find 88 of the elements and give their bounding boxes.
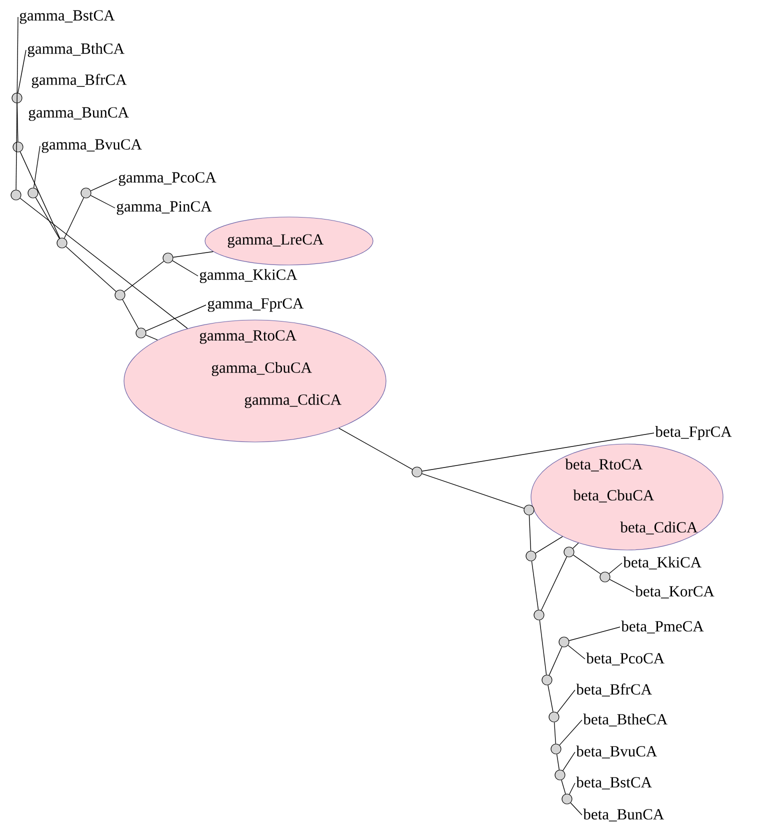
branch-line: [528, 514, 532, 552]
branch-line: [554, 722, 556, 744]
branch-line: [90, 178, 118, 192]
leaf-label: beta_KkiCA: [623, 556, 702, 570]
leaf-label: gamma_BfrCA: [32, 74, 127, 88]
branch-node: [12, 92, 22, 104]
leaf-label: gamma_BstCA: [20, 10, 115, 24]
branch-line: [146, 334, 158, 340]
leaf-label: beta_BfrCA: [576, 684, 652, 696]
leaf-label: gamma_BunCA: [28, 107, 129, 121]
branch-line: [35, 197, 60, 239]
branch-line: [20, 198, 188, 329]
branch-node: [554, 770, 566, 780]
branch-line: [540, 556, 568, 611]
branch-line: [146, 304, 206, 332]
branch-line: [16, 16, 18, 190]
leaf-label: beta_BtheCA: [583, 714, 668, 726]
branch-line: [33, 146, 40, 188]
branch-line: [64, 197, 84, 239]
branch-node: [162, 252, 174, 264]
branch-node: [10, 190, 22, 200]
branch-line: [570, 802, 582, 816]
branch-line: [568, 645, 586, 660]
leaf-label: beta_CdiCA: [620, 522, 698, 534]
leaf-label: beta_KorCA: [635, 586, 714, 598]
branch-line: [608, 562, 622, 574]
branch-line: [90, 195, 116, 208]
leaf-label: beta_BstCA: [576, 776, 652, 790]
branch-node: [136, 328, 146, 338]
branch-line: [609, 579, 634, 592]
branch-node: [600, 572, 610, 582]
leaf-label: gamma_PcoCA: [118, 172, 216, 186]
branch-line: [531, 560, 539, 610]
branch-line: [556, 754, 560, 770]
leaf-label: gamma_FprCA: [208, 298, 304, 312]
branch-node: [550, 744, 562, 754]
branch-line: [422, 432, 654, 472]
branch-node: [524, 504, 534, 516]
branch-node: [12, 142, 24, 152]
branch-line: [569, 782, 576, 795]
branch-line: [561, 780, 566, 794]
branch-line: [573, 554, 601, 574]
branch-line: [16, 102, 18, 142]
leaf-label: gamma_PinCA: [116, 201, 212, 215]
leaf-label: beta_CbuCA: [573, 490, 654, 502]
leaf-label: gamma_RtoCA: [200, 330, 296, 344]
branch-node: [542, 674, 552, 686]
leaf-label: gamma_KkiCA: [200, 268, 298, 284]
leaf-label: beta_PmeCA: [621, 620, 704, 634]
branch-node: [412, 466, 422, 478]
leaf-label: gamma_LreCA: [228, 234, 324, 248]
branch-node: [548, 712, 560, 722]
branch-node: [526, 550, 536, 562]
leaf-label: gamma_CdiCA: [244, 394, 342, 408]
branch-line: [548, 684, 554, 712]
leaf-label: gamma_CbuCA: [212, 362, 312, 376]
branch-node: [28, 188, 38, 198]
branch-line: [539, 620, 547, 676]
leaf-label: beta_BvuCA: [576, 746, 658, 758]
branch-line: [122, 299, 139, 329]
leaf-label: beta_FprCA: [655, 426, 732, 440]
leaf-label: beta_BunCA: [583, 808, 664, 822]
branch-node: [534, 610, 544, 620]
branch-node: [80, 188, 92, 198]
leaf-label: gamma_BthCA: [28, 42, 124, 58]
branch-line: [338, 428, 413, 470]
branch-line: [422, 473, 524, 509]
branch-node: [114, 290, 126, 300]
leaf-label: gamma_BvuCA: [42, 139, 142, 153]
branch-node: [56, 238, 68, 248]
branch-line: [535, 536, 563, 554]
branch-line: [66, 246, 116, 292]
branch-line: [556, 690, 576, 714]
branch-line: [20, 151, 60, 239]
branch-node: [558, 636, 570, 648]
branch-node: [564, 546, 574, 558]
branch-node: [562, 794, 572, 804]
branch-line: [572, 542, 579, 549]
leaf-label: beta_RtoCA: [565, 458, 643, 472]
branch-line: [124, 260, 164, 292]
branch-line: [568, 626, 620, 641]
branch-line: [172, 260, 198, 276]
leaf-label: beta_PcoCA: [586, 652, 664, 666]
branch-line: [548, 646, 562, 676]
branch-line: [172, 251, 214, 258]
branch-line: [559, 720, 582, 746]
branch-line: [18, 50, 26, 94]
branch-line: [562, 752, 576, 771]
